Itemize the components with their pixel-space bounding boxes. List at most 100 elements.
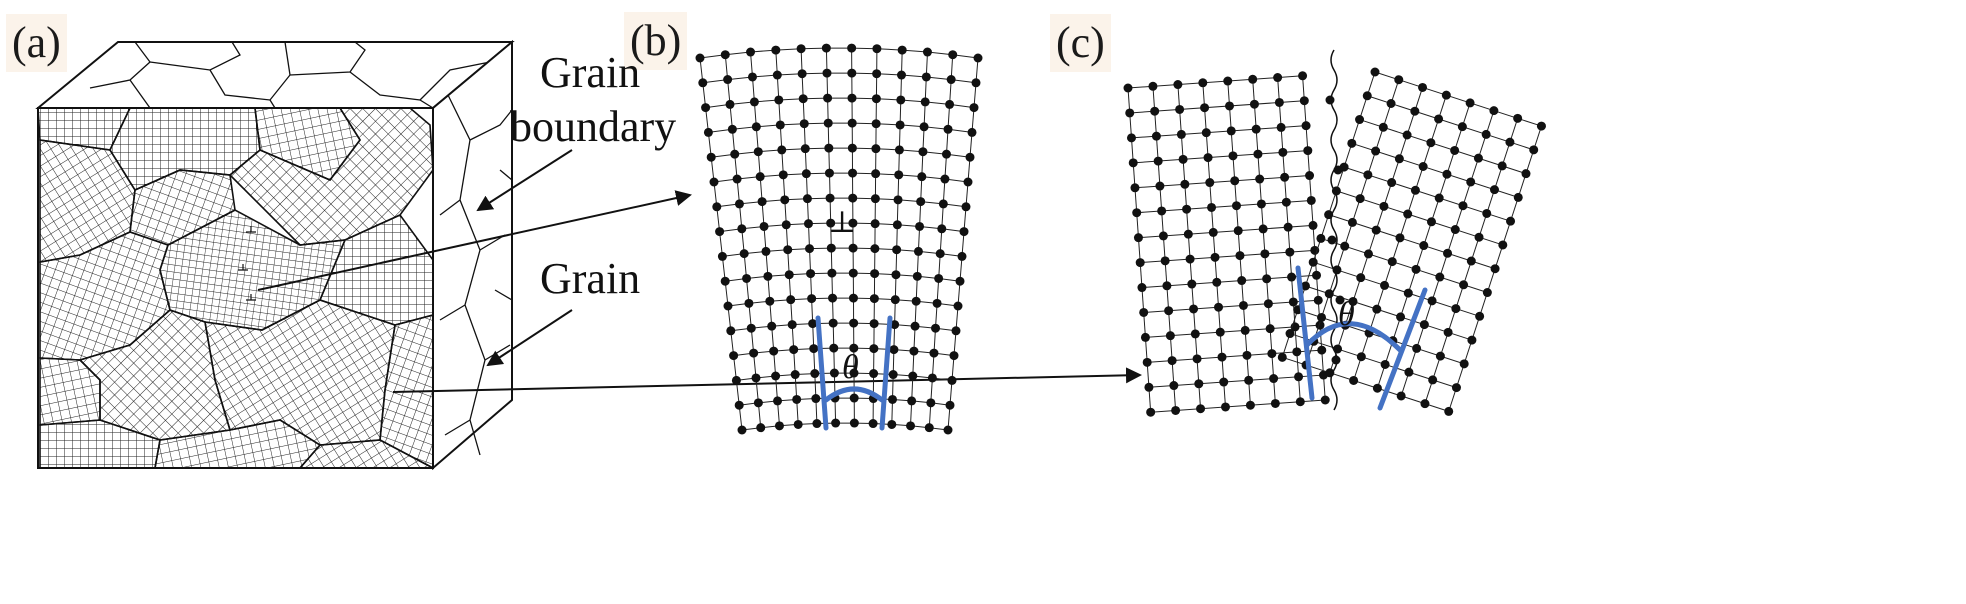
atom xyxy=(799,119,809,129)
atom xyxy=(1411,264,1421,274)
atom xyxy=(1281,197,1291,207)
atom xyxy=(906,421,916,431)
atom xyxy=(1169,381,1179,391)
atom xyxy=(1355,115,1365,125)
atom xyxy=(808,319,818,329)
atom xyxy=(932,298,942,308)
atom xyxy=(847,93,857,103)
atom xyxy=(1180,179,1190,189)
atom xyxy=(1256,199,1266,209)
atom xyxy=(872,69,882,79)
atom xyxy=(1378,122,1388,132)
atom xyxy=(1427,296,1437,306)
atom xyxy=(1242,350,1252,360)
atom xyxy=(706,152,716,162)
atom xyxy=(1220,402,1230,412)
atom xyxy=(870,244,880,254)
atom xyxy=(723,75,733,85)
atom xyxy=(1317,345,1327,355)
atom xyxy=(726,326,736,336)
atom xyxy=(781,220,791,230)
atom xyxy=(780,195,790,205)
atom xyxy=(774,95,784,105)
atom xyxy=(1253,149,1263,159)
atom xyxy=(1387,257,1397,267)
polycrystal-block xyxy=(35,39,515,471)
atom xyxy=(1310,245,1320,255)
atom xyxy=(734,400,744,410)
atom xyxy=(869,344,879,354)
atom xyxy=(1155,181,1165,191)
atom xyxy=(1248,74,1258,84)
atom xyxy=(849,343,859,353)
atom xyxy=(1255,174,1265,184)
atom xyxy=(872,44,882,54)
atom xyxy=(1128,158,1138,168)
atom xyxy=(935,249,945,259)
front-face-grains xyxy=(37,107,434,470)
atom xyxy=(943,124,953,134)
atom xyxy=(1362,91,1372,101)
atom xyxy=(749,97,759,107)
atom xyxy=(1133,233,1143,243)
atom xyxy=(915,221,925,231)
atom xyxy=(1482,288,1492,298)
atom xyxy=(751,373,761,383)
atom xyxy=(730,149,740,159)
atom xyxy=(959,227,969,237)
atom xyxy=(1443,248,1453,258)
atom xyxy=(1139,307,1149,317)
atom xyxy=(1475,311,1485,321)
atom xyxy=(755,172,765,182)
atom xyxy=(947,375,957,385)
atom xyxy=(1435,272,1445,282)
atom xyxy=(729,351,739,361)
atom xyxy=(1249,99,1259,109)
atom xyxy=(1187,279,1197,289)
grain-boundary-label-line1: Grain xyxy=(540,48,641,97)
atom xyxy=(1313,295,1323,305)
atom xyxy=(1474,232,1484,242)
atom xyxy=(1498,240,1508,250)
atom xyxy=(888,370,898,380)
atom xyxy=(1178,154,1188,164)
atom xyxy=(1300,281,1310,291)
atom xyxy=(797,69,807,79)
atom xyxy=(1165,331,1175,341)
atom xyxy=(847,68,857,78)
atom xyxy=(1356,273,1366,283)
atom xyxy=(971,78,981,88)
atom xyxy=(871,144,881,154)
atom xyxy=(1467,335,1477,345)
atom xyxy=(1287,272,1297,282)
atom xyxy=(949,351,959,361)
atom xyxy=(1265,324,1275,334)
atom xyxy=(1294,372,1304,382)
atom xyxy=(809,344,819,354)
atom xyxy=(918,147,928,157)
atom xyxy=(849,368,859,378)
atom xyxy=(720,50,730,60)
atom xyxy=(796,44,806,54)
atom xyxy=(896,70,906,80)
grain-boundary-label: Grain boundary xyxy=(510,46,698,154)
atom xyxy=(828,318,838,328)
atom xyxy=(1278,147,1288,157)
atom xyxy=(1450,145,1460,155)
atom xyxy=(725,99,735,109)
atom xyxy=(1176,129,1186,139)
block-top-face xyxy=(35,41,515,109)
atom xyxy=(1223,76,1233,86)
atom xyxy=(753,398,763,408)
atom xyxy=(826,218,836,228)
atom xyxy=(1157,206,1167,216)
atom xyxy=(1215,327,1225,337)
atom xyxy=(1443,327,1453,337)
atom xyxy=(771,45,781,55)
atom xyxy=(1175,104,1185,114)
atom xyxy=(695,53,705,63)
atom xyxy=(848,168,858,178)
panel-a-label: (a) xyxy=(6,14,67,72)
atom xyxy=(1185,254,1195,264)
atom xyxy=(913,246,923,256)
